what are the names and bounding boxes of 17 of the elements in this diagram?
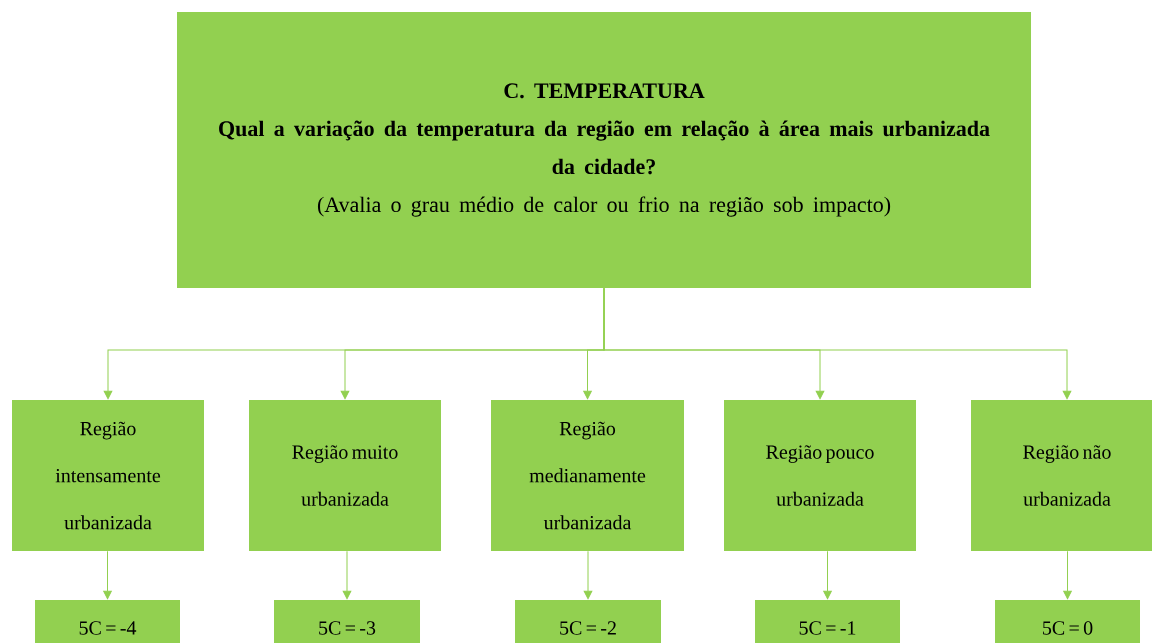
category-box: Região intensamente urbanizada [12, 400, 204, 551]
arrow [823, 550, 832, 600]
category-box: Região pouco urbanizada [724, 400, 916, 551]
score-box: 5C = -3 [274, 600, 420, 643]
arrow [583, 550, 593, 600]
score-box: 5C = 0 [995, 600, 1140, 643]
arrow [1063, 550, 1072, 600]
score-box: 5C = -1 [755, 600, 900, 643]
arrow [103, 550, 112, 600]
category-box: Região medianamente urbanizada [491, 400, 684, 551]
arrow [342, 550, 352, 600]
title-box: C. TEMPERATURA Qual a variação da temperatura da região em relação à área mais urbanizada da cidade? (Avalia o grau médio de calor ou frio na região sob impacto) [177, 12, 1031, 288]
arrow [603, 287, 1072, 400]
category-box: Região muito urbanizada [249, 400, 441, 551]
category-box: Região não urbanizada [971, 400, 1152, 551]
score-box: 5C = -2 [515, 600, 661, 643]
score-box: 5C = -4 [35, 600, 180, 643]
